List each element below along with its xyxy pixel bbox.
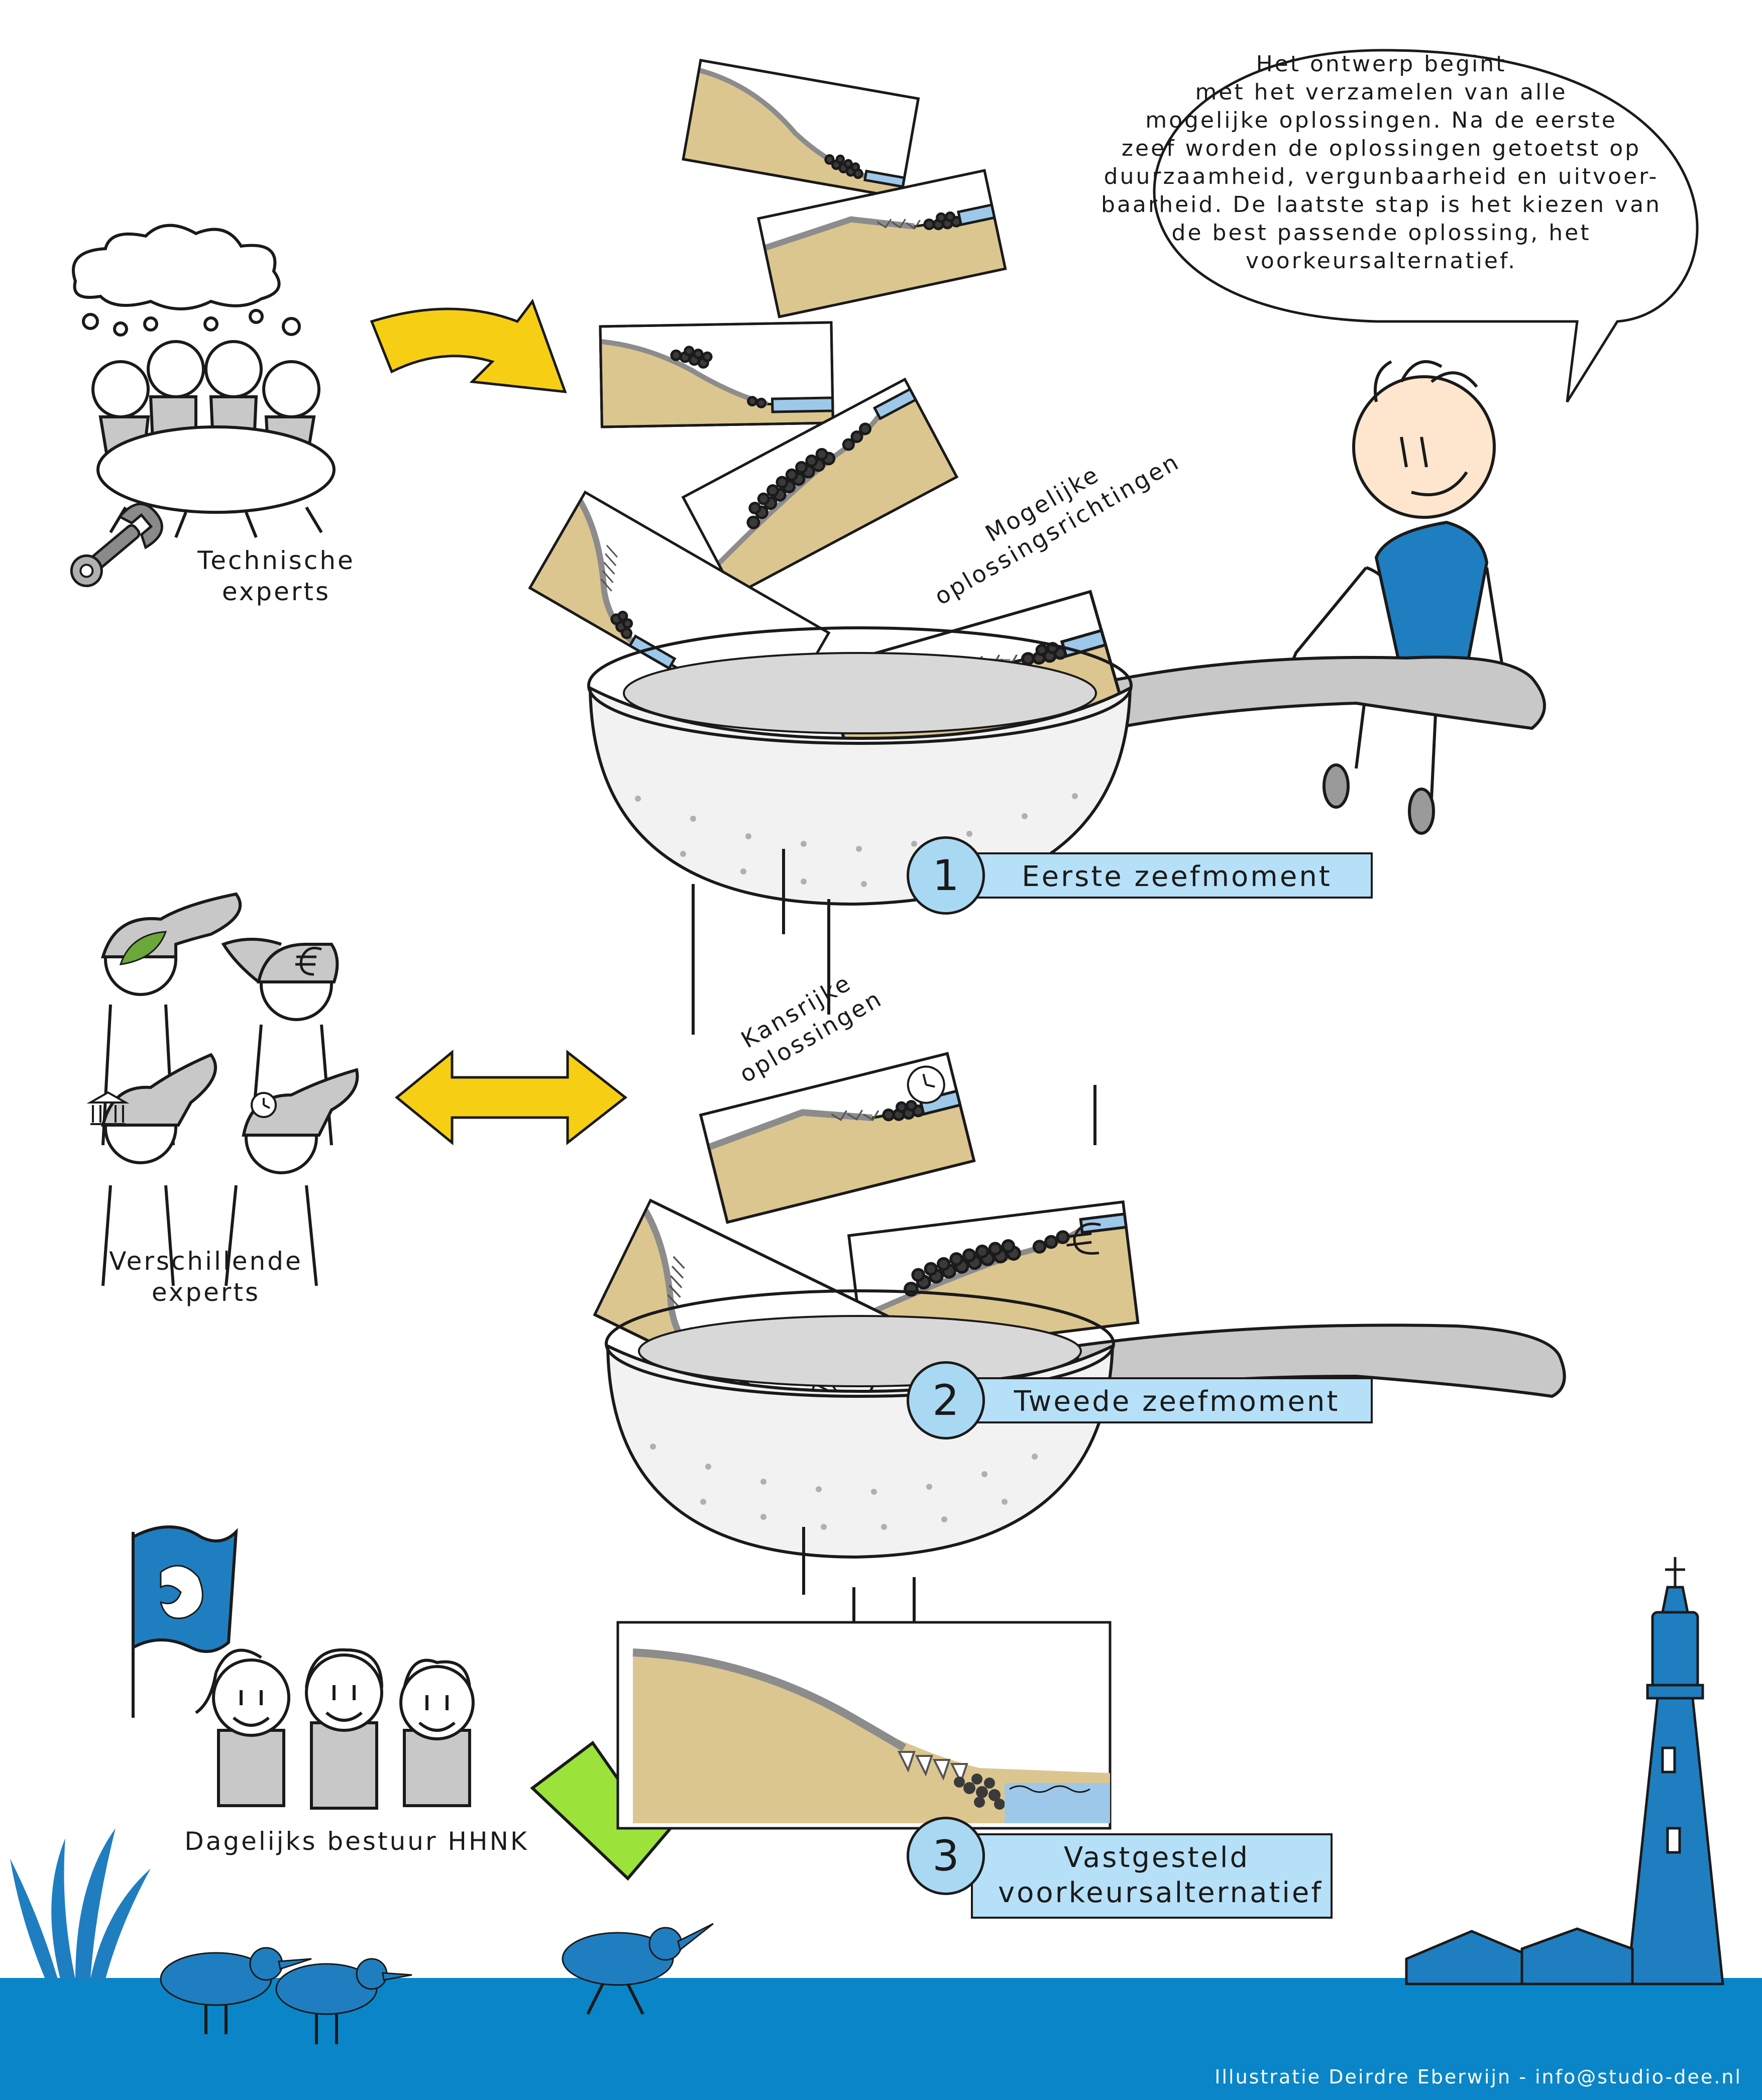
speech-line: baarheid. De laatste stap is het kiezen … [1101, 192, 1662, 217]
speech-line: duurzaamheid, vergunbaarheid en uitvoer- [1104, 164, 1659, 189]
hhnk-flag-icon [132, 1525, 238, 1718]
speech-line: mogelijke oplossingen. Na de eerste [1145, 107, 1617, 133]
step-3-number: 3 [907, 1817, 985, 1895]
board-label: Dagelijks bestuur HHNK [184, 1827, 529, 1856]
label-line: Verschillende [109, 1247, 303, 1276]
step-3: 3 Vastgesteld voorkeursalternatief [907, 1793, 1333, 1919]
speech-line: met het verzamelen van alle [1195, 79, 1568, 105]
wrench-icon [70, 503, 163, 587]
sieve-1 [587, 626, 1133, 1035]
step-3-label: Vastgesteld voorkeursalternatief [971, 1833, 1333, 1919]
double-arrow [395, 1049, 628, 1146]
board-members-illustration [195, 1648, 475, 1810]
step-3-line: voorkeursalternatief [998, 1876, 1324, 1909]
step-1: 1 Eerste zeefmoment [907, 836, 1373, 915]
illustration-credit: Illustratie Deirdre Eberwijn - info@stud… [1215, 2066, 1742, 2088]
step-2-number: 2 [907, 1361, 985, 1440]
technical-experts-illustration [72, 224, 336, 538]
speech-line: de best passende oplossing, het [1171, 220, 1591, 246]
reeds [10, 1828, 151, 1979]
sieve-1-handle [1053, 655, 1546, 740]
step-1-label: Eerste zeefmoment [971, 852, 1373, 899]
label-line: Technische [197, 546, 355, 575]
euro-icon [295, 947, 322, 976]
label-line: experts [222, 577, 331, 606]
curved-arrow [370, 298, 567, 393]
birds [160, 1923, 714, 2044]
various-experts-label: Verschillende experts [90, 1246, 321, 1308]
technical-experts-label: Technische experts [176, 545, 377, 607]
speech-line: voorkeursalternatief. [1245, 248, 1517, 274]
step-1-number: 1 [907, 836, 985, 915]
label-line: experts [151, 1278, 261, 1307]
speech-bubble-text: Het ontwerp begint met het verzamelen va… [1085, 50, 1678, 275]
clock-icon [251, 1092, 277, 1118]
speech-bubble [1153, 49, 1699, 403]
step-2-label: Tweede zeefmoment [971, 1377, 1373, 1423]
solution-cards-possible [530, 60, 1122, 779]
final-solution-card [616, 1587, 1112, 1830]
stick-figure [1284, 360, 1503, 835]
lighthouse-icon [1626, 1557, 1724, 1985]
leaf-icon [119, 931, 167, 965]
houses [1405, 1927, 1634, 1985]
step-3-line: Vastgesteld [1063, 1841, 1250, 1874]
speech-line: zeef worden de oplossingen getoetst op [1121, 136, 1641, 161]
speech-line: Het ontwerp begint [1256, 51, 1507, 77]
step-2: 2 Tweede zeefmoment [907, 1361, 1373, 1440]
government-building-icon [86, 1091, 130, 1125]
